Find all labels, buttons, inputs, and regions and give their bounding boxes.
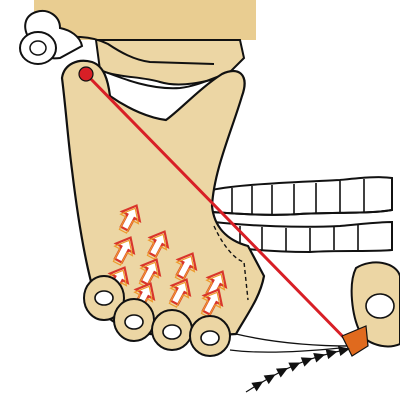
motion-arrowhead-5	[301, 353, 315, 366]
thumbnail	[366, 294, 394, 318]
condyle-pivot-dot	[79, 67, 93, 81]
ear-canal	[20, 32, 56, 64]
fingernail-4	[201, 331, 219, 345]
upper-teeth	[212, 177, 392, 215]
motion-arrowhead-6	[313, 350, 327, 363]
fingernail-2	[125, 315, 143, 329]
throat-contour	[230, 348, 340, 352]
motion-arrowhead-3	[276, 363, 290, 377]
fingernail-1	[95, 291, 113, 305]
motion-arrowhead-1	[251, 377, 266, 391]
chin-contour	[236, 334, 352, 346]
motion-arrowhead-2	[264, 370, 279, 384]
fingernail-3	[163, 325, 181, 339]
motion-arrowhead-4	[288, 358, 302, 372]
